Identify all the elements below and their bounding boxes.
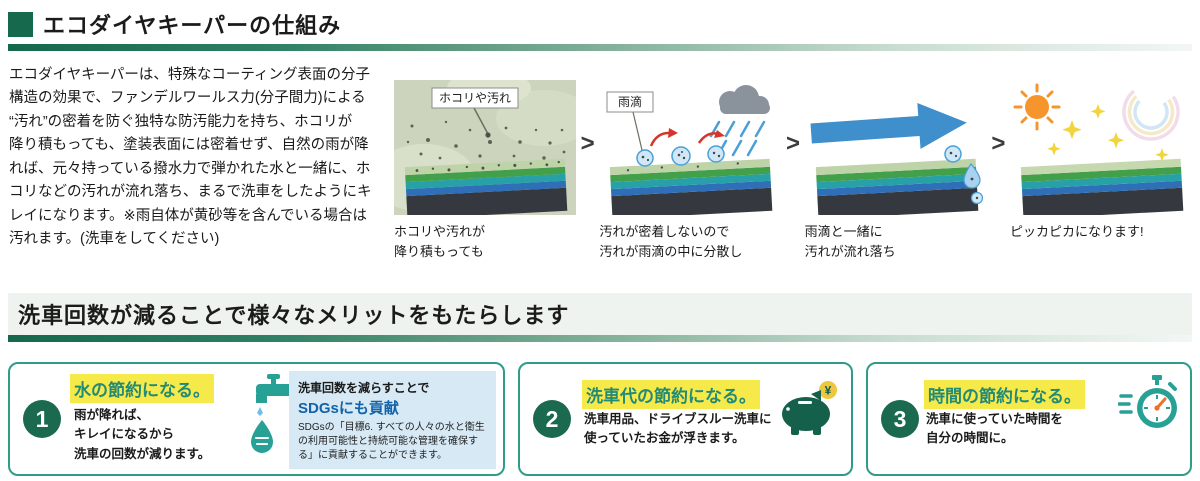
coated-surface-layers	[1020, 158, 1184, 215]
dust-label: ホコリや汚れ	[439, 91, 511, 105]
illustration-rain-dispersal: 雨滴	[606, 85, 773, 215]
illustration-dust-settling: ホコリや汚れ	[394, 80, 576, 215]
process-step-1: ホコリや汚れ ホコリや汚れが 降り積もっても	[394, 80, 576, 261]
coated-surface-layers	[404, 158, 568, 215]
benefit-2-text: 洗車用品、ドライブスルー洗車に 使っていたお金が浮きます。	[584, 412, 772, 446]
sdgs-note: SDGsの「目標6. すべての人々の水と衛生の利用可能性と持続可能な管理を確保す…	[298, 422, 485, 461]
section2-title: 洗車回数が減ることで様々なメリットをもたらします	[18, 303, 570, 328]
chevron-right-icon: >	[991, 130, 1006, 157]
benefit-number-2: 2	[533, 400, 571, 438]
benefit-card-water-saving: 1 水の節約になる。 雨が降れば、 キレイになるから 洗車の回数が減ります。	[8, 362, 505, 476]
coated-surface-layers	[610, 158, 773, 215]
rainbow-icon	[1122, 83, 1180, 141]
sdgs-contribution-box: 洗車回数を減らすことで SDGsにも貢献 SDGsの「目標6. すべての人々の水…	[289, 371, 496, 469]
benefits-row: 1 水の節約になる。 雨が降れば、 キレイになるから 洗車の回数が減ります。	[8, 362, 1192, 476]
process-step-2: 雨滴 汚れが密着しないので 汚れが雨滴の中に分散し	[599, 80, 781, 261]
section1-header: エコダイヤキーパーの仕組み	[8, 8, 341, 40]
rain-dispersing-dirt-illustration: 雨滴	[599, 80, 781, 215]
dust-on-coating-illustration: ホコリや汚れ	[394, 80, 576, 215]
benefit-2-title: 洗車代の節約になる。	[582, 380, 760, 409]
shiny-clean-illustration	[1010, 80, 1192, 215]
benefit-card-money-saving: 2 洗車代の節約になる。 洗車用品、ドライブスルー洗車に 使っていたお金が浮きま…	[518, 362, 853, 476]
benefit-3-text: 洗車に使っていた時間を 自分の時間に。	[926, 412, 1063, 446]
sdgs-line2: SDGsにも貢献	[298, 400, 399, 417]
section1-title: エコダイヤキーパーの仕組み	[43, 13, 342, 38]
gradient-divider-2	[8, 335, 1192, 342]
water-drops-with-dirt	[636, 145, 726, 167]
benefit-3-title: 時間の節約になる。	[924, 380, 1085, 409]
sparkle-icons	[1047, 104, 1169, 162]
mechanism-description: エコダイヤキーパーは、特殊なコーティング表面の分子 構造の効果で、ファンデルワー…	[9, 67, 372, 248]
chevron-right-icon: >	[785, 130, 800, 157]
piggy-bank-icon: ¥	[782, 381, 837, 435]
step-2-caption: 汚れが密着しないので 汚れが雨滴の中に分散し	[599, 224, 743, 259]
section2-header: 洗車回数が減ることで様々なメリットをもたらします	[8, 293, 1192, 335]
flow-arrow	[810, 103, 967, 149]
coated-surface-layers	[815, 158, 978, 215]
illustration-dirt-flowing-away	[810, 103, 983, 215]
faucet-water-drop-icon	[251, 374, 298, 453]
process-steps: ホコリや汚れ ホコリや汚れが 降り積もっても >	[394, 80, 1192, 261]
dust-particles	[406, 120, 566, 160]
sun-icon	[1013, 83, 1061, 131]
runoff-drops	[943, 145, 983, 205]
benefit-1-title: 水の節約になる。	[70, 374, 214, 403]
gradient-divider-1	[8, 44, 1192, 51]
benefit-card-time-saving: 3 時間の節約になる。 洗車に使っていた時間を 自分の時間に。	[866, 362, 1192, 476]
illustration-sparkling-clean	[1013, 83, 1184, 215]
benefit-1-text: 雨が降れば、 キレイになるから 洗車の回数が減ります。	[74, 408, 211, 461]
rain-cloud-icon	[719, 85, 771, 114]
step-3-caption: 雨滴と一緒に 汚れが流れ落ち	[804, 224, 896, 259]
header-square-decoration	[8, 11, 33, 37]
process-step-3: 雨滴と一緒に 汚れが流れ落ち	[805, 80, 987, 261]
yen-symbol: ¥	[825, 384, 832, 398]
process-step-4: ピッカピカになります!	[1010, 80, 1192, 261]
raindrop-label: 雨滴	[618, 94, 642, 109]
sdgs-line1: 洗車回数を減らすことで	[298, 381, 430, 395]
chevron-right-icon: >	[580, 130, 595, 157]
benefit-number-1: 1	[23, 400, 61, 438]
dirt-flowing-away-illustration	[805, 80, 987, 215]
benefit-number-3: 3	[881, 400, 919, 438]
stopwatch-icon	[1117, 375, 1177, 428]
dispersal-arrows	[650, 131, 720, 147]
step-1-caption: ホコリや汚れが 降り積もっても	[394, 224, 486, 259]
step-4-caption: ピッカピカになります!	[1009, 224, 1144, 239]
